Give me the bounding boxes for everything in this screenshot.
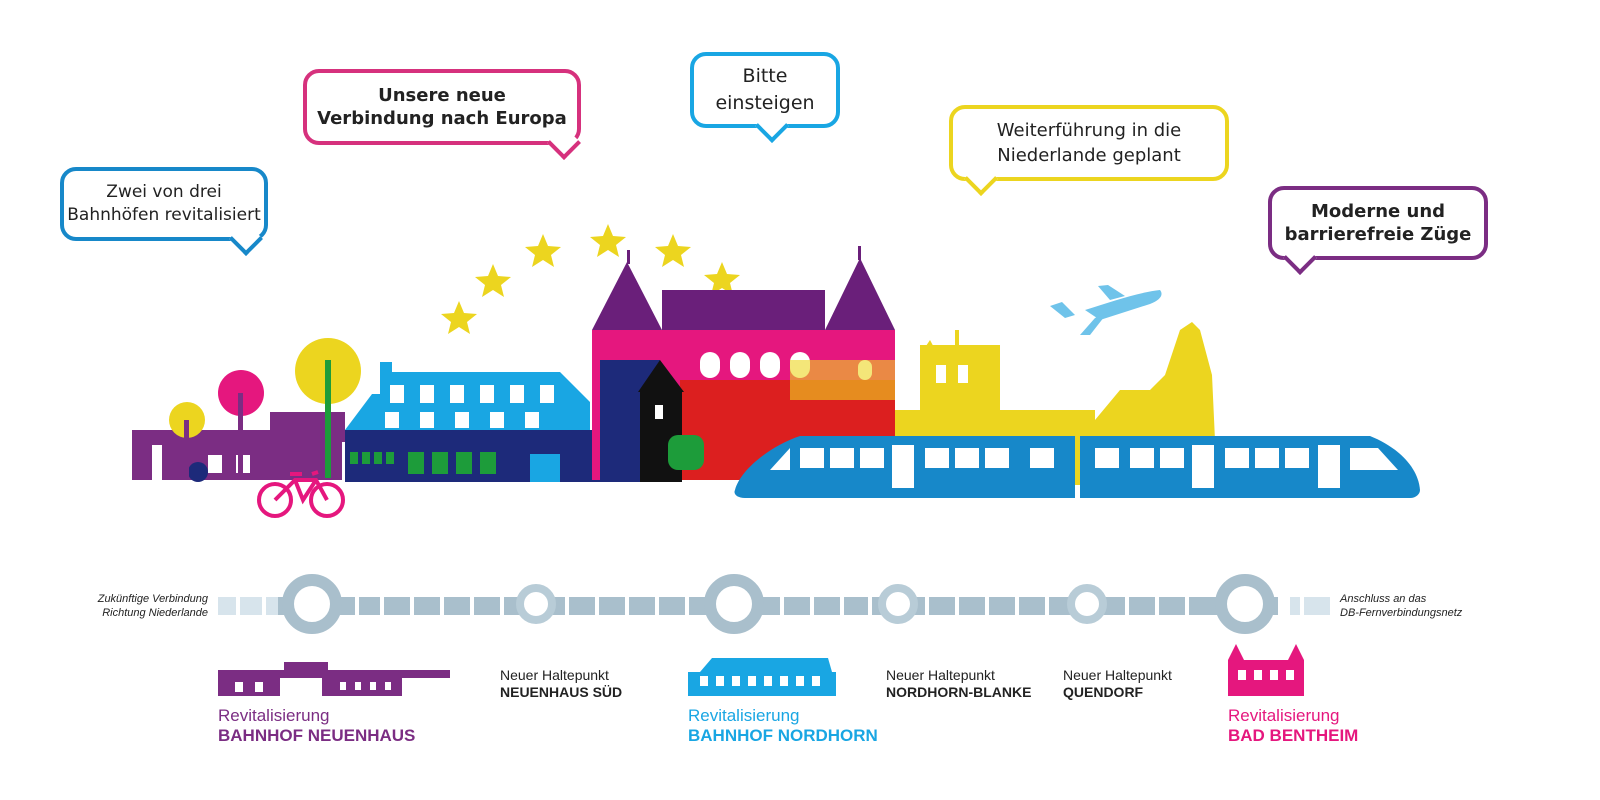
bubble-moderne-zuege: Moderne und barrierefreie Züge xyxy=(1268,186,1488,275)
star-icon xyxy=(590,224,626,257)
station-label-name: BAHNHOF NEUENHAUS xyxy=(218,726,416,745)
bubble-text: Unsere neue Verbindung nach Europa xyxy=(317,85,567,129)
bicycle-icon xyxy=(257,470,345,518)
stop-label-name: QUENDORF xyxy=(1063,684,1144,700)
stop-label-type: Neuer Haltepunkt xyxy=(886,667,995,683)
stop-neuenhaus-sued: Neuer Haltepunkt NEUENHAUS SÜD xyxy=(500,667,622,701)
bentheim-castle xyxy=(592,246,895,482)
bubble-neue-verbindung: Unsere neue Verbindung nach Europa xyxy=(303,69,581,160)
station-label-type: Revitalisierung xyxy=(218,706,330,725)
stop-label-name: NEUENHAUS SÜD xyxy=(500,684,623,700)
station-node-neuenhaus xyxy=(282,574,342,634)
route-line xyxy=(218,574,1330,634)
stop-node-quendorf xyxy=(1067,584,1107,624)
star-icon xyxy=(525,234,561,267)
bentheim-station-icon xyxy=(1228,644,1304,696)
bubble-bitte-einsteigen: Bitte einsteigen xyxy=(690,52,840,143)
station-label-name: BAHNHOF NORDHORN xyxy=(688,726,878,745)
stop-node-nordhorn-blanke xyxy=(878,584,918,624)
stop-quendorf: Neuer Haltepunkt QUENDORF xyxy=(1063,667,1172,701)
station-label-type: Revitalisierung xyxy=(688,706,800,725)
route-right-note: Anschluss an das DB-Fernverbindungsnetz xyxy=(1340,593,1463,619)
star-icon xyxy=(441,301,477,334)
station-node-nordhorn xyxy=(704,574,764,634)
bubble-text: Moderne und barrierefreie Züge xyxy=(1284,201,1472,245)
bubble-text: Weiterführung in die Niederlande geplant xyxy=(996,120,1182,166)
eu-stars xyxy=(441,224,740,334)
stop-label-type: Neuer Haltepunkt xyxy=(1063,667,1172,683)
nordhorn-station-icon xyxy=(688,658,836,696)
stop-label-name: NORDHORN-BLANKE xyxy=(886,684,1032,700)
station-label-type: Revitalisierung xyxy=(1228,706,1340,725)
trees xyxy=(169,338,361,478)
star-icon xyxy=(475,264,511,297)
neuenhaus-station-icon xyxy=(218,662,450,696)
station-node-bad-bentheim xyxy=(1215,574,1275,634)
airplane-icon xyxy=(1050,285,1162,335)
station-neuenhaus: Revitalisierung BAHNHOF NEUENHAUS xyxy=(218,706,415,746)
bubble-weiterfuehrung: Weiterführung in die Niederlande geplant xyxy=(949,105,1229,196)
star-icon xyxy=(655,234,691,267)
stop-nordhorn-blanke: Neuer Haltepunkt NORDHORN-BLANKE xyxy=(886,667,1031,701)
station-label-name: BAD BENTHEIM xyxy=(1228,726,1359,745)
train xyxy=(734,436,1420,498)
station-bad-bentheim: Revitalisierung BAD BENTHEIM xyxy=(1228,706,1358,746)
route-left-note: Zukünftige Verbindung Richtung Niederlan… xyxy=(97,593,208,619)
bubble-zwei-von-drei: Zwei von drei Bahnhöfen revitalisiert xyxy=(60,167,268,256)
station-nordhorn: Revitalisierung BAHNHOF NORDHORN xyxy=(688,706,878,746)
bubble-text: Zwei von drei Bahnhöfen revitalisiert xyxy=(67,182,261,225)
rail-ties xyxy=(236,588,1304,624)
nordhorn-building xyxy=(345,362,605,482)
stop-label-type: Neuer Haltepunkt xyxy=(500,667,609,683)
bubble-text: Bitte einsteigen xyxy=(715,65,815,114)
star-icon xyxy=(704,262,740,295)
stop-node-neuenhaus-sued xyxy=(516,584,556,624)
